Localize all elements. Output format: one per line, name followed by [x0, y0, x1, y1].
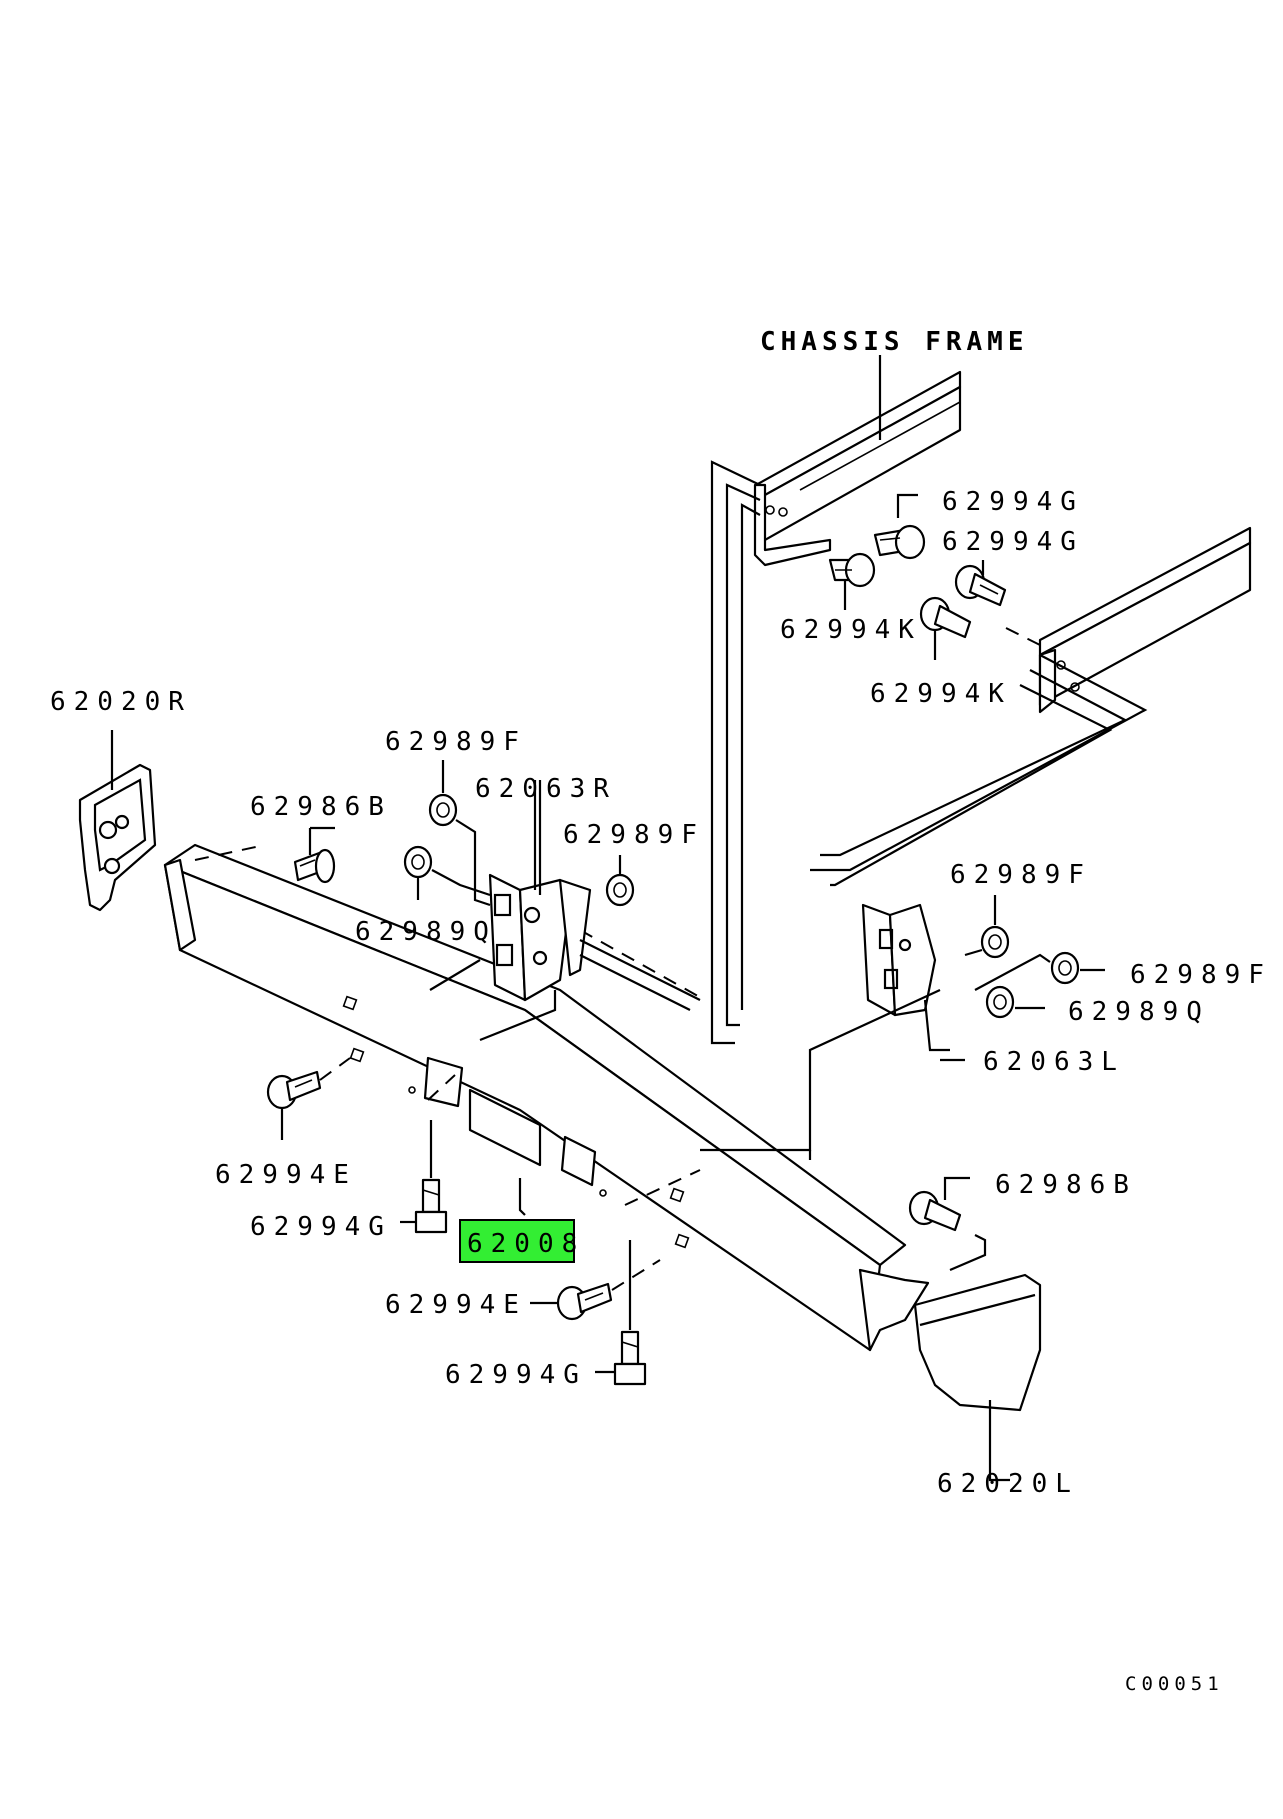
bracket-62063L [700, 903, 950, 1160]
label-62989Q-left: 62989Q [355, 917, 497, 947]
nut-62989F-right2 [974, 951, 1105, 991]
bolt-62994K-2 [919, 596, 972, 660]
part-highlight-62008 [459, 1219, 575, 1263]
nut-62989F-right1 [964, 895, 1010, 959]
nut-62989Q-right [985, 985, 1045, 1019]
label-62989F-right1: 62989F [950, 860, 1092, 890]
label-62994G-top1: 62994G [942, 487, 1084, 517]
bumper-end-62020L [913, 1273, 1042, 1482]
label-62994G-left: 62994G [250, 1212, 392, 1242]
nut-62989F-mid [605, 855, 635, 907]
bolt-62994K-1 [828, 552, 876, 610]
part-labels: CHASSIS FRAME 62020R 62986B 62989F 62063… [50, 327, 1272, 1695]
label-62994K-1: 62994K [780, 615, 922, 645]
bolt-62986B-right [908, 1176, 987, 1272]
bolt-62994G-top1 [873, 493, 926, 560]
bracket-62063R [429, 780, 701, 1042]
nut-62989Q-left [403, 845, 491, 900]
leader-62008 [518, 1178, 526, 1216]
frame-routing-lines [579, 460, 1148, 1045]
label-62989F-mid: 62989F [563, 820, 705, 850]
nut-62989F-top [428, 760, 491, 907]
label-62994E-bottom: 62994E [385, 1290, 527, 1320]
fasteners [266, 493, 1105, 1386]
label-62986B-right: 62986B [995, 1170, 1137, 1200]
label-62989F-right2: 62989F [1130, 960, 1272, 990]
label-62008: 62008 [467, 1229, 585, 1259]
label-62989F-top: 62989F [385, 727, 527, 757]
label-62020R: 62020R [50, 687, 192, 717]
bolt-62994G-left [400, 1120, 448, 1234]
bolt-62994E-left [266, 1057, 351, 1140]
drawing-code: C00051 [1125, 1673, 1224, 1695]
label-62020L: 62020L [937, 1469, 1079, 1499]
chassis-frame-label: CHASSIS FRAME [760, 327, 1029, 357]
bumper-end-62020R [78, 730, 157, 912]
label-62989Q-right: 62989Q [1068, 997, 1210, 1027]
bolt-62986B-left [293, 826, 336, 884]
label-62994G-bottom: 62994G [445, 1360, 587, 1390]
bolt-62994G-bottom [595, 1240, 647, 1386]
label-62994K-2: 62994K [870, 679, 1012, 709]
label-62986B-left: 62986B [250, 792, 392, 822]
bumper-reinforcement-62008 [163, 843, 930, 1352]
chassis-frame-left-rail [753, 355, 962, 567]
label-62063R: 62063R [475, 774, 617, 804]
label-62994G-top2: 62994G [942, 527, 1084, 557]
label-62994E-left: 62994E [215, 1160, 357, 1190]
label-62063L: 62063L [983, 1047, 1125, 1077]
bolt-62994G-top2 [954, 560, 1007, 607]
chassis-frame-right-rail [1038, 526, 1252, 714]
bolt-62994E-bottom [530, 1259, 661, 1321]
